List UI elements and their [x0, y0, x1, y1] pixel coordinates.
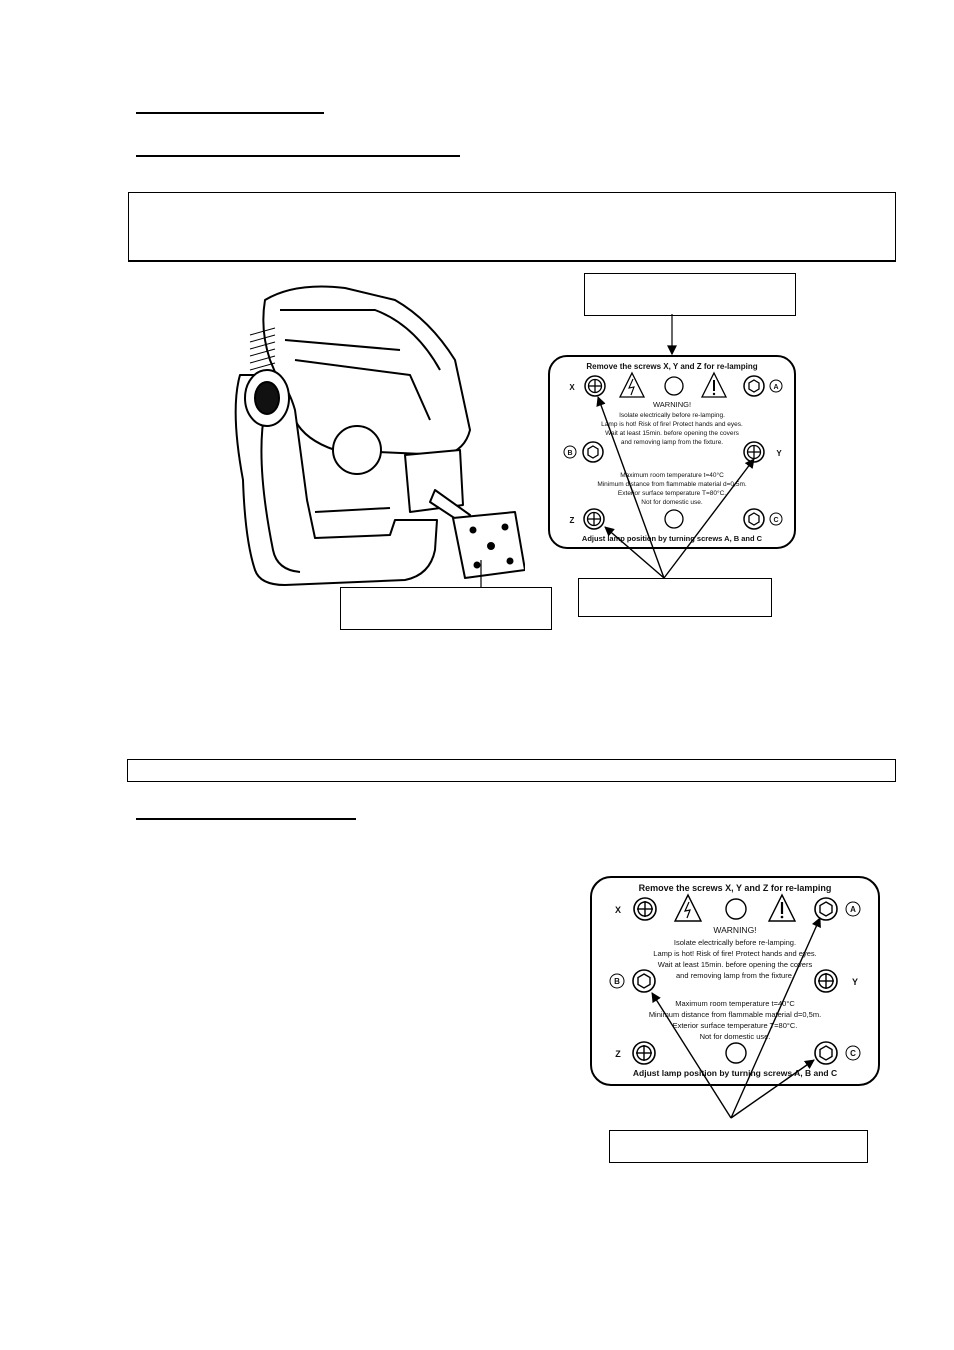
screw-a-badge — [769, 379, 783, 393]
callout-box-screws-xyz — [578, 578, 772, 617]
label2-screw-y-icon — [814, 969, 838, 993]
label-heading: Remove the screws X, Y and Z for re-lamp… — [586, 362, 757, 371]
screw-x-letter: X — [569, 383, 575, 392]
screw-a-icon — [743, 375, 765, 397]
lamp-port-icon — [664, 376, 684, 396]
fixture-label-panel-2: Remove the screws X, Y and Z for re-lamp… — [590, 876, 880, 1086]
label2-spec-line-2: Minimum distance from flammable material… — [649, 1010, 821, 1019]
heading-underline-2 — [136, 155, 460, 157]
label2-lamp-port-icon — [725, 898, 747, 920]
electric-hazard-icon — [618, 371, 646, 398]
label2-screw-x-icon — [633, 897, 657, 921]
label2-warning-line-2: Lamp is hot! Risk of fire! Protect hands… — [653, 949, 816, 958]
screw-b-letter: B — [567, 450, 572, 457]
screw-b-icon — [582, 441, 604, 463]
label2-screw-b-letter: B — [614, 977, 620, 986]
callout-box-screws-abc — [609, 1130, 868, 1163]
label2-screw-b-icon — [632, 969, 656, 993]
warning-line-2: Lamp is hot! Risk of fire! Protect hands… — [601, 421, 743, 428]
label2-screw-b-badge — [609, 973, 625, 989]
screw-c-letter: C — [773, 517, 778, 524]
callout-box-bracket — [340, 587, 552, 630]
warning-line-4: and removing lamp from the fixture. — [621, 439, 723, 446]
label2-lamp-port-icon-lower — [725, 1042, 747, 1064]
screw-y-letter: Y — [776, 449, 782, 458]
spec-line-4: Not for domestic use. — [641, 499, 703, 506]
label-footer: Adjust lamp position by turning screws A… — [582, 534, 763, 543]
screw-b-badge — [563, 445, 577, 459]
fixture-label-panel: Remove the screws X, Y and Z for re-lamp… — [548, 355, 796, 549]
label2-screw-a-letter: A — [850, 905, 856, 914]
heading-underline-3 — [136, 818, 356, 820]
spec-line-2: Minimum distance from flammable material… — [597, 481, 747, 488]
screw-z-letter: Z — [570, 516, 575, 525]
note-bar — [127, 759, 896, 782]
screw-z-icon — [583, 508, 605, 530]
warning-line-1: Isolate electrically before re-lamping. — [619, 412, 725, 419]
label2-warning-title: WARNING! — [713, 925, 756, 935]
label2-screw-a-icon — [814, 897, 838, 921]
label2-spec-line-4: Not for domestic use. — [700, 1032, 771, 1041]
label2-screw-c-letter: C — [850, 1049, 856, 1058]
screw-y-icon — [743, 441, 765, 463]
spec-line-3: Exterior surface temperature T=80°C. — [618, 489, 726, 497]
screw-c-badge — [769, 512, 783, 526]
callout-box-label — [584, 273, 796, 316]
label2-screw-y-letter: Y — [852, 977, 858, 987]
label2-screw-c-badge — [845, 1045, 861, 1061]
label2-electric-hazard-icon — [673, 893, 703, 922]
label2-spec-line-3: Exterior surface temperature T=80°C. — [673, 1021, 798, 1030]
label2-warning-line-1: Isolate electrically before re-lamping. — [674, 938, 796, 947]
warning-box — [128, 192, 896, 262]
label2-screw-a-badge — [845, 901, 861, 917]
screw-x-icon — [584, 375, 606, 397]
label2-screw-z-letter: Z — [615, 1049, 621, 1059]
label2-screw-c-icon — [814, 1041, 838, 1065]
warning-line-3: Wait at least 15min. before opening the … — [605, 430, 740, 437]
moving-head-fixture-drawing — [234, 285, 525, 586]
label2-footer: Adjust lamp position by turning screws A… — [633, 1068, 837, 1078]
label2-warning-line-4: and removing lamp from the fixture. — [676, 971, 794, 980]
label2-caution-icon — [767, 893, 797, 922]
label2-screw-z-icon — [632, 1041, 656, 1065]
label2-heading: Remove the screws X, Y and Z for re-lamp… — [639, 883, 832, 893]
warning-title: WARNING! — [653, 400, 691, 409]
spec-line-1: Maximum room temperature t=40°C — [620, 471, 724, 479]
screw-c-icon — [743, 508, 765, 530]
screw-a-letter: A — [773, 384, 778, 391]
caution-icon — [700, 371, 728, 398]
label2-screw-x-letter: X — [615, 905, 621, 915]
label2-spec-line-1: Maximum room temperature t=40°C — [675, 999, 795, 1008]
label2-warning-line-3: Wait at least 15min. before opening the … — [658, 960, 813, 969]
lamp-port-icon-lower — [664, 509, 684, 529]
heading-underline-1 — [136, 112, 324, 114]
